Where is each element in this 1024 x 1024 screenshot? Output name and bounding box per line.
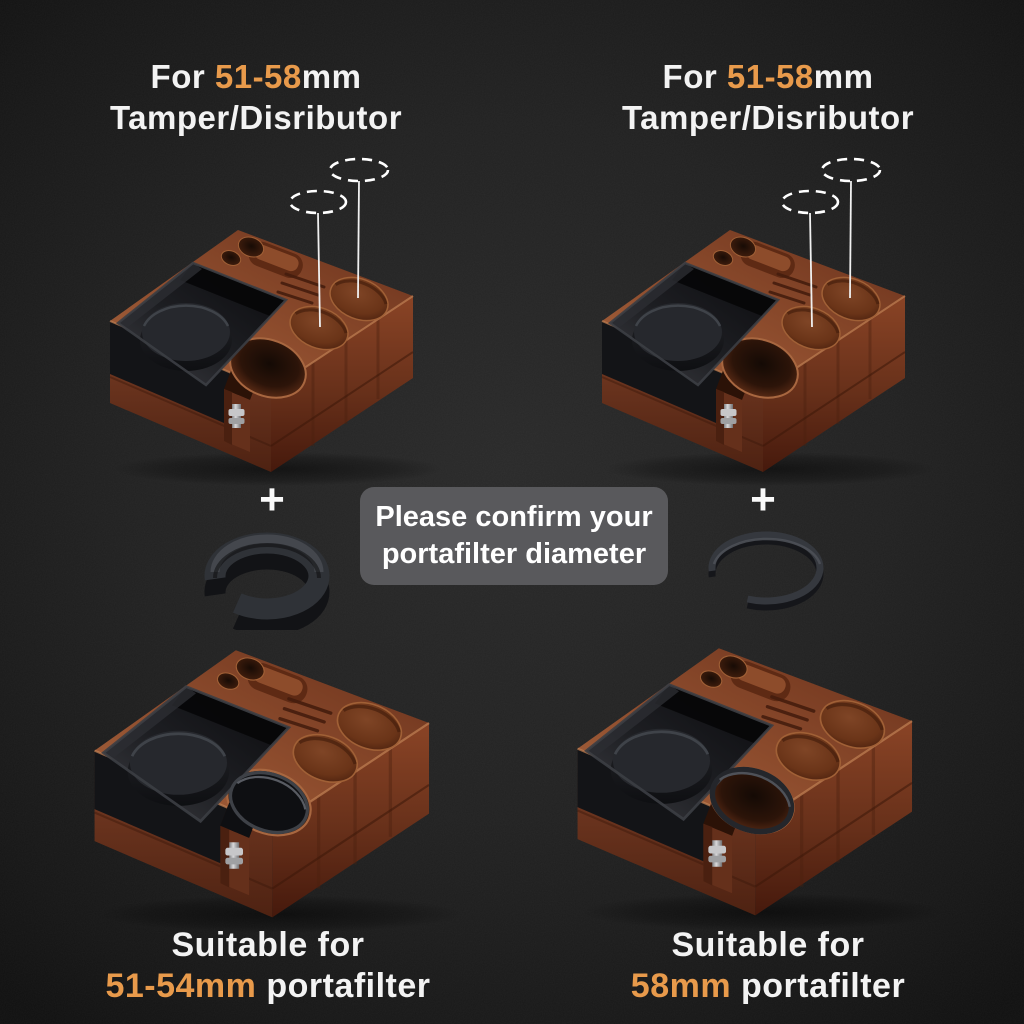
label-text: portafilter	[731, 967, 906, 1005]
label-bottom-left-line1: Suitable for	[171, 926, 365, 964]
label-text: For	[150, 58, 215, 95]
label-text: For	[662, 58, 727, 95]
size-highlight: 51-54mm	[105, 967, 257, 1005]
tamping-station-photo-top-left	[108, 157, 445, 488]
thin-ring-adapter-photo	[708, 531, 824, 611]
note-panel: Please confirm your portafilter diameter	[360, 487, 668, 585]
collar-adapter-photo	[204, 532, 330, 630]
label-top-right: For 51-58mm Tamper/Disributor	[588, 56, 948, 138]
size-highlight: 51-58	[214, 58, 302, 95]
label-text: mm	[301, 58, 362, 95]
label-text: mm	[813, 58, 874, 95]
label-bottom-right-line1: Suitable for	[671, 926, 865, 964]
label-top-right-line1: For 51-58mm	[588, 56, 948, 97]
note-line2: portafilter diameter	[381, 538, 647, 570]
plus-icon: +	[750, 475, 776, 524]
tamping-station-photo-bottom-right	[575, 646, 947, 933]
tamping-station-photo-top-right	[600, 157, 937, 488]
size-highlight: 58mm	[630, 967, 732, 1005]
label-top-right-line2: Tamper/Disributor	[621, 99, 915, 136]
note-line1: Please confirm your	[375, 501, 653, 533]
plus-icon: +	[259, 475, 285, 524]
size-highlight: 51-58	[726, 58, 814, 95]
label-text: portafilter	[256, 967, 431, 1005]
label-top-left-line1: For 51-58mm	[76, 56, 436, 97]
tamping-station-photo-bottom-left	[92, 648, 464, 935]
label-bottom-right: Suitable for 58mm portafilter	[588, 925, 948, 1007]
label-top-left: For 51-58mm Tamper/Disributor	[76, 56, 436, 138]
label-top-left-line2: Tamper/Disributor	[109, 99, 403, 136]
label-bottom-left-line2: 51-54mm portafilter	[88, 966, 448, 1007]
label-bottom-left: Suitable for 51-54mm portafilter	[88, 925, 448, 1007]
label-bottom-right-line2: 58mm portafilter	[588, 966, 948, 1007]
